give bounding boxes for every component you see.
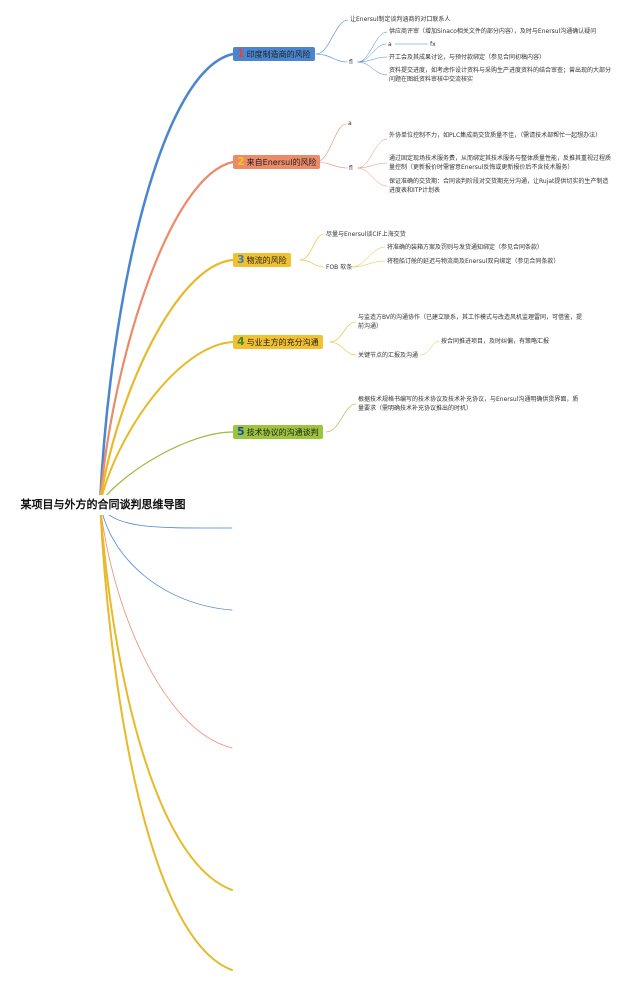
topic-5-label: 技术协议的沟通谈判 xyxy=(246,428,319,437)
root-topic[interactable]: 某项目与外方的合同谈判思维导图 xyxy=(12,495,194,515)
t1-fx[interactable]: fx xyxy=(430,41,436,48)
t2-item-1[interactable]: 外协单位控制不力，如PLC集成商交货质量不佳，（需请技术部帮忙一起想办法） xyxy=(389,132,602,139)
topic-4-label: 与业主方的充分沟通 xyxy=(246,338,319,347)
t1-item-3[interactable]: 资料提交进度，如考虑作设计资料与采购生产进度资料的结合审查；曾出现的大部分问题在… xyxy=(389,67,612,83)
topic-3-label: 物流的风险 xyxy=(246,256,287,265)
branch-topic-5 xyxy=(99,431,234,504)
branch-topic-4 xyxy=(99,341,234,504)
t3-cif[interactable]: 尽量与Enersul谈CIF上海交货 xyxy=(326,231,406,238)
t5-tech[interactable]: 根据技术规格书编写的技术协议及技术补充协议，与Enersul沟通明确供货界面，质… xyxy=(358,396,579,412)
branch-empty-2 xyxy=(99,502,233,611)
topic-2-label: 来自Enersul的风险 xyxy=(246,158,317,167)
branch-topic-1 xyxy=(98,52,235,505)
topic-1-label: 印度制造商的风险 xyxy=(246,50,311,59)
sub-2-item-2 xyxy=(357,162,388,169)
t1-item-2[interactable]: 开工会及其成果讨论，与预付款绑定（参见合同初稿内容） xyxy=(389,54,546,61)
sub-1-fl xyxy=(315,53,348,63)
sub-3-fob xyxy=(299,259,325,268)
branch-topic-3 xyxy=(98,258,235,505)
sub-3-item-2 xyxy=(351,260,386,268)
sub-2-fl xyxy=(315,161,348,169)
sub-2-a xyxy=(315,123,347,163)
sub-1-contact xyxy=(315,19,349,55)
t1-fl[interactable]: fl xyxy=(349,59,353,66)
t2-item-3[interactable]: 保证准确的交货期：合同谈判阶段对交货期充分沟通，让Rujat提供切实的生产制造进… xyxy=(389,178,609,194)
sub-3-cif xyxy=(299,233,325,261)
sub-5-tech xyxy=(325,403,357,433)
t2-a[interactable]: a xyxy=(348,120,352,127)
sub-3-item-1 xyxy=(351,246,386,268)
sub-4-sub xyxy=(419,340,440,356)
topic-3-number: 3 xyxy=(237,253,245,266)
t1-contact[interactable]: 让Enersul制定谈判涵商的对口联系人 xyxy=(350,16,451,23)
t2-item-2[interactable]: 通过固定现场技术服务费，从而绑定其技术服务与整体质量性能，反推其重视过程质量控制… xyxy=(389,155,612,171)
sub-1-a xyxy=(357,43,387,63)
sub-1-item-3 xyxy=(357,61,388,76)
branch-empty-4 xyxy=(99,502,233,891)
t1-item-1[interactable]: 供应商评审（增加Sinaco相关文件的部分内容），及时与Enersul沟通确认疑… xyxy=(389,28,597,35)
sub-2-item-3 xyxy=(357,167,388,187)
t3-item-1[interactable]: 将准确的装箱方案及罚则与发货通知绑定（参见合同条款） xyxy=(387,244,544,251)
topic-1-number: 1 xyxy=(237,47,245,60)
sub-4-bv xyxy=(329,321,357,343)
topic-2-number: 2 xyxy=(237,155,245,168)
branch-empty-5 xyxy=(99,502,233,971)
topic-5-number: 5 xyxy=(237,425,245,438)
t3-item-2[interactable]: 将租船订舱的延迟与物流商及Enersul双向绑定（参见合同条款） xyxy=(387,258,560,265)
branch-topic-2 xyxy=(98,160,235,505)
topic-4-number: 4 xyxy=(237,335,245,348)
t2-fl[interactable]: fl xyxy=(349,165,353,172)
sub-1-item-2 xyxy=(357,56,388,63)
t3-fob[interactable]: FOB 软条 xyxy=(326,264,353,271)
sub-2-item-1 xyxy=(357,138,388,169)
sub-4-key xyxy=(329,341,357,356)
branch-empty-3 xyxy=(99,502,233,749)
t4-bv[interactable]: 与监造方BV的沟通协作（已建立联系，其工作模式与改造风机监理雷同，可借鉴，提前沟… xyxy=(358,314,583,330)
t1-a[interactable]: a xyxy=(388,41,392,48)
t4-sub[interactable]: 按合同推进项目，及时纠偏，有策略汇报 xyxy=(441,338,550,345)
t4-key[interactable]: 关键节点的汇报及沟通 xyxy=(358,352,419,359)
